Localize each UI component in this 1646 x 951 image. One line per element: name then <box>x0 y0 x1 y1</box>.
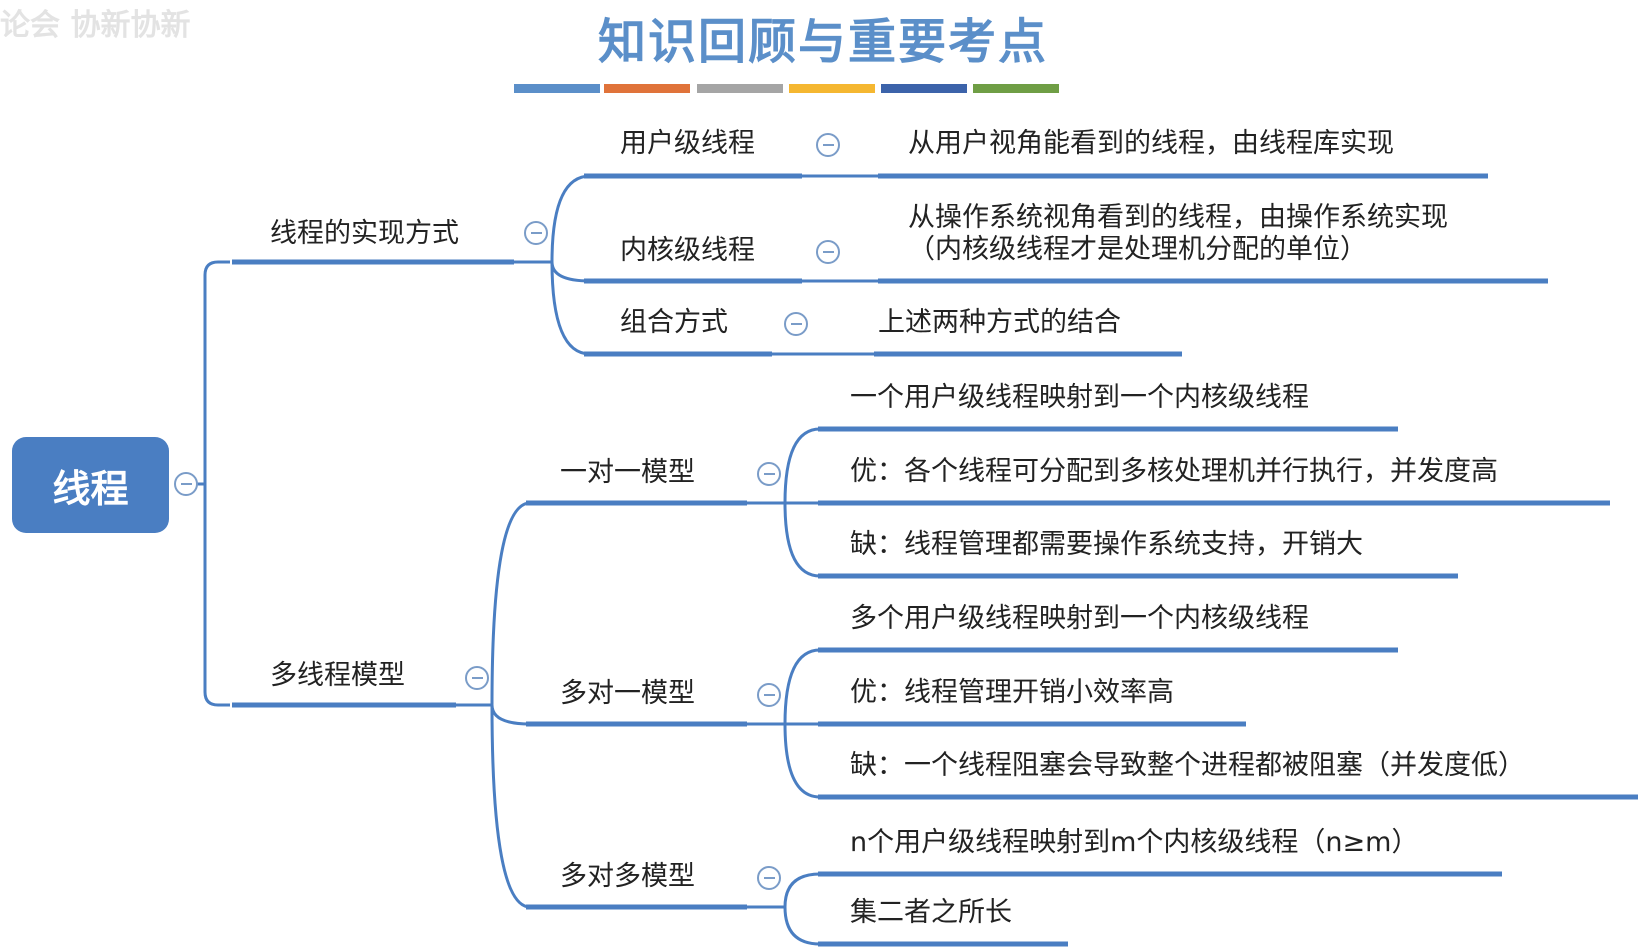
connector-impl-kernel <box>550 261 591 283</box>
connector-root-impl <box>192 260 230 486</box>
node-kernel-thread-desc-line2: （内核级线程才是处理机分配的单位） <box>908 234 1367 265</box>
collapse-icon-user-thread[interactable] <box>816 133 840 157</box>
node-impl: 线程的实现方式 <box>270 218 459 249</box>
connector-oneone-item1 <box>745 427 821 505</box>
node-one-one-item2: 优：各个线程可分配到多核处理机并行执行，并发度高 <box>850 456 1498 487</box>
title-underline-bar-1 <box>514 84 600 93</box>
watermark-text: 论会 协新协新 <box>0 8 191 43</box>
node-kernel-thread: 内核级线程 <box>620 235 755 266</box>
node-models: 多线程模型 <box>270 660 405 691</box>
node-many-many-item1: n个用户级线程映射到m个内核级线程（n≥m） <box>850 827 1419 858</box>
node-many-many-item2: 集二者之所长 <box>850 897 1012 928</box>
collapse-icon-many-one[interactable] <box>757 683 781 707</box>
collapse-icon-impl[interactable] <box>524 221 548 245</box>
node-one-one-item1: 一个用户级线程映射到一个内核级线程 <box>850 382 1309 413</box>
node-user-thread: 用户级线程 <box>620 128 755 159</box>
node-one-one-item3: 缺：线程管理都需要操作系统支持，开销大 <box>850 529 1363 560</box>
connector-root-models <box>203 484 230 707</box>
title-underline-bar-6 <box>973 84 1059 93</box>
connector-models-manyone <box>490 704 531 726</box>
connector-manyone-item1 <box>745 648 821 726</box>
collapse-icon-many-many[interactable] <box>757 866 781 890</box>
collapse-icon-one-one[interactable] <box>757 462 781 486</box>
title-underline-bar-2 <box>604 84 690 93</box>
node-many-many: 多对多模型 <box>560 861 695 892</box>
collapse-icon-kernel-thread[interactable] <box>816 240 840 264</box>
node-many-one-item3: 缺：一个线程阻塞会导致整个进程都被阻塞（并发度低） <box>850 750 1525 781</box>
connector-manyone-item3 <box>783 723 821 799</box>
connector-models-manymany <box>490 704 531 909</box>
node-many-one: 多对一模型 <box>560 678 695 709</box>
collapse-icon-models[interactable] <box>465 666 489 690</box>
node-kernel-thread-desc-line1: 从操作系统视角看到的线程，由操作系统实现 <box>908 202 1448 233</box>
connector-manymany-item1 <box>745 872 821 909</box>
title-underline-bar-5 <box>881 84 967 93</box>
node-user-thread-desc: 从用户视角能看到的线程，由线程库实现 <box>908 128 1394 159</box>
connector-impl-user <box>514 174 591 264</box>
node-combo: 组合方式 <box>620 307 728 338</box>
title-underline-bar-4 <box>789 84 875 93</box>
connector-oneone-item3 <box>783 502 821 578</box>
connector-impl-combo <box>550 261 591 356</box>
collapse-icon-combo[interactable] <box>784 312 808 336</box>
node-many-one-item1: 多个用户级线程映射到一个内核级线程 <box>850 603 1309 634</box>
node-many-one-item2: 优：线程管理开销小效率高 <box>850 677 1174 708</box>
title-underline-bar-3 <box>697 84 783 93</box>
node-combo-desc: 上述两种方式的结合 <box>878 307 1121 338</box>
collapse-icon-root[interactable] <box>174 472 198 496</box>
connector-manymany-item2 <box>783 906 821 946</box>
connector-models-oneone <box>456 501 531 707</box>
root-node-thread: 线程 <box>12 437 169 533</box>
page-title: 知识回顾与重要考点 <box>597 14 1048 70</box>
node-one-one: 一对一模型 <box>560 457 695 488</box>
